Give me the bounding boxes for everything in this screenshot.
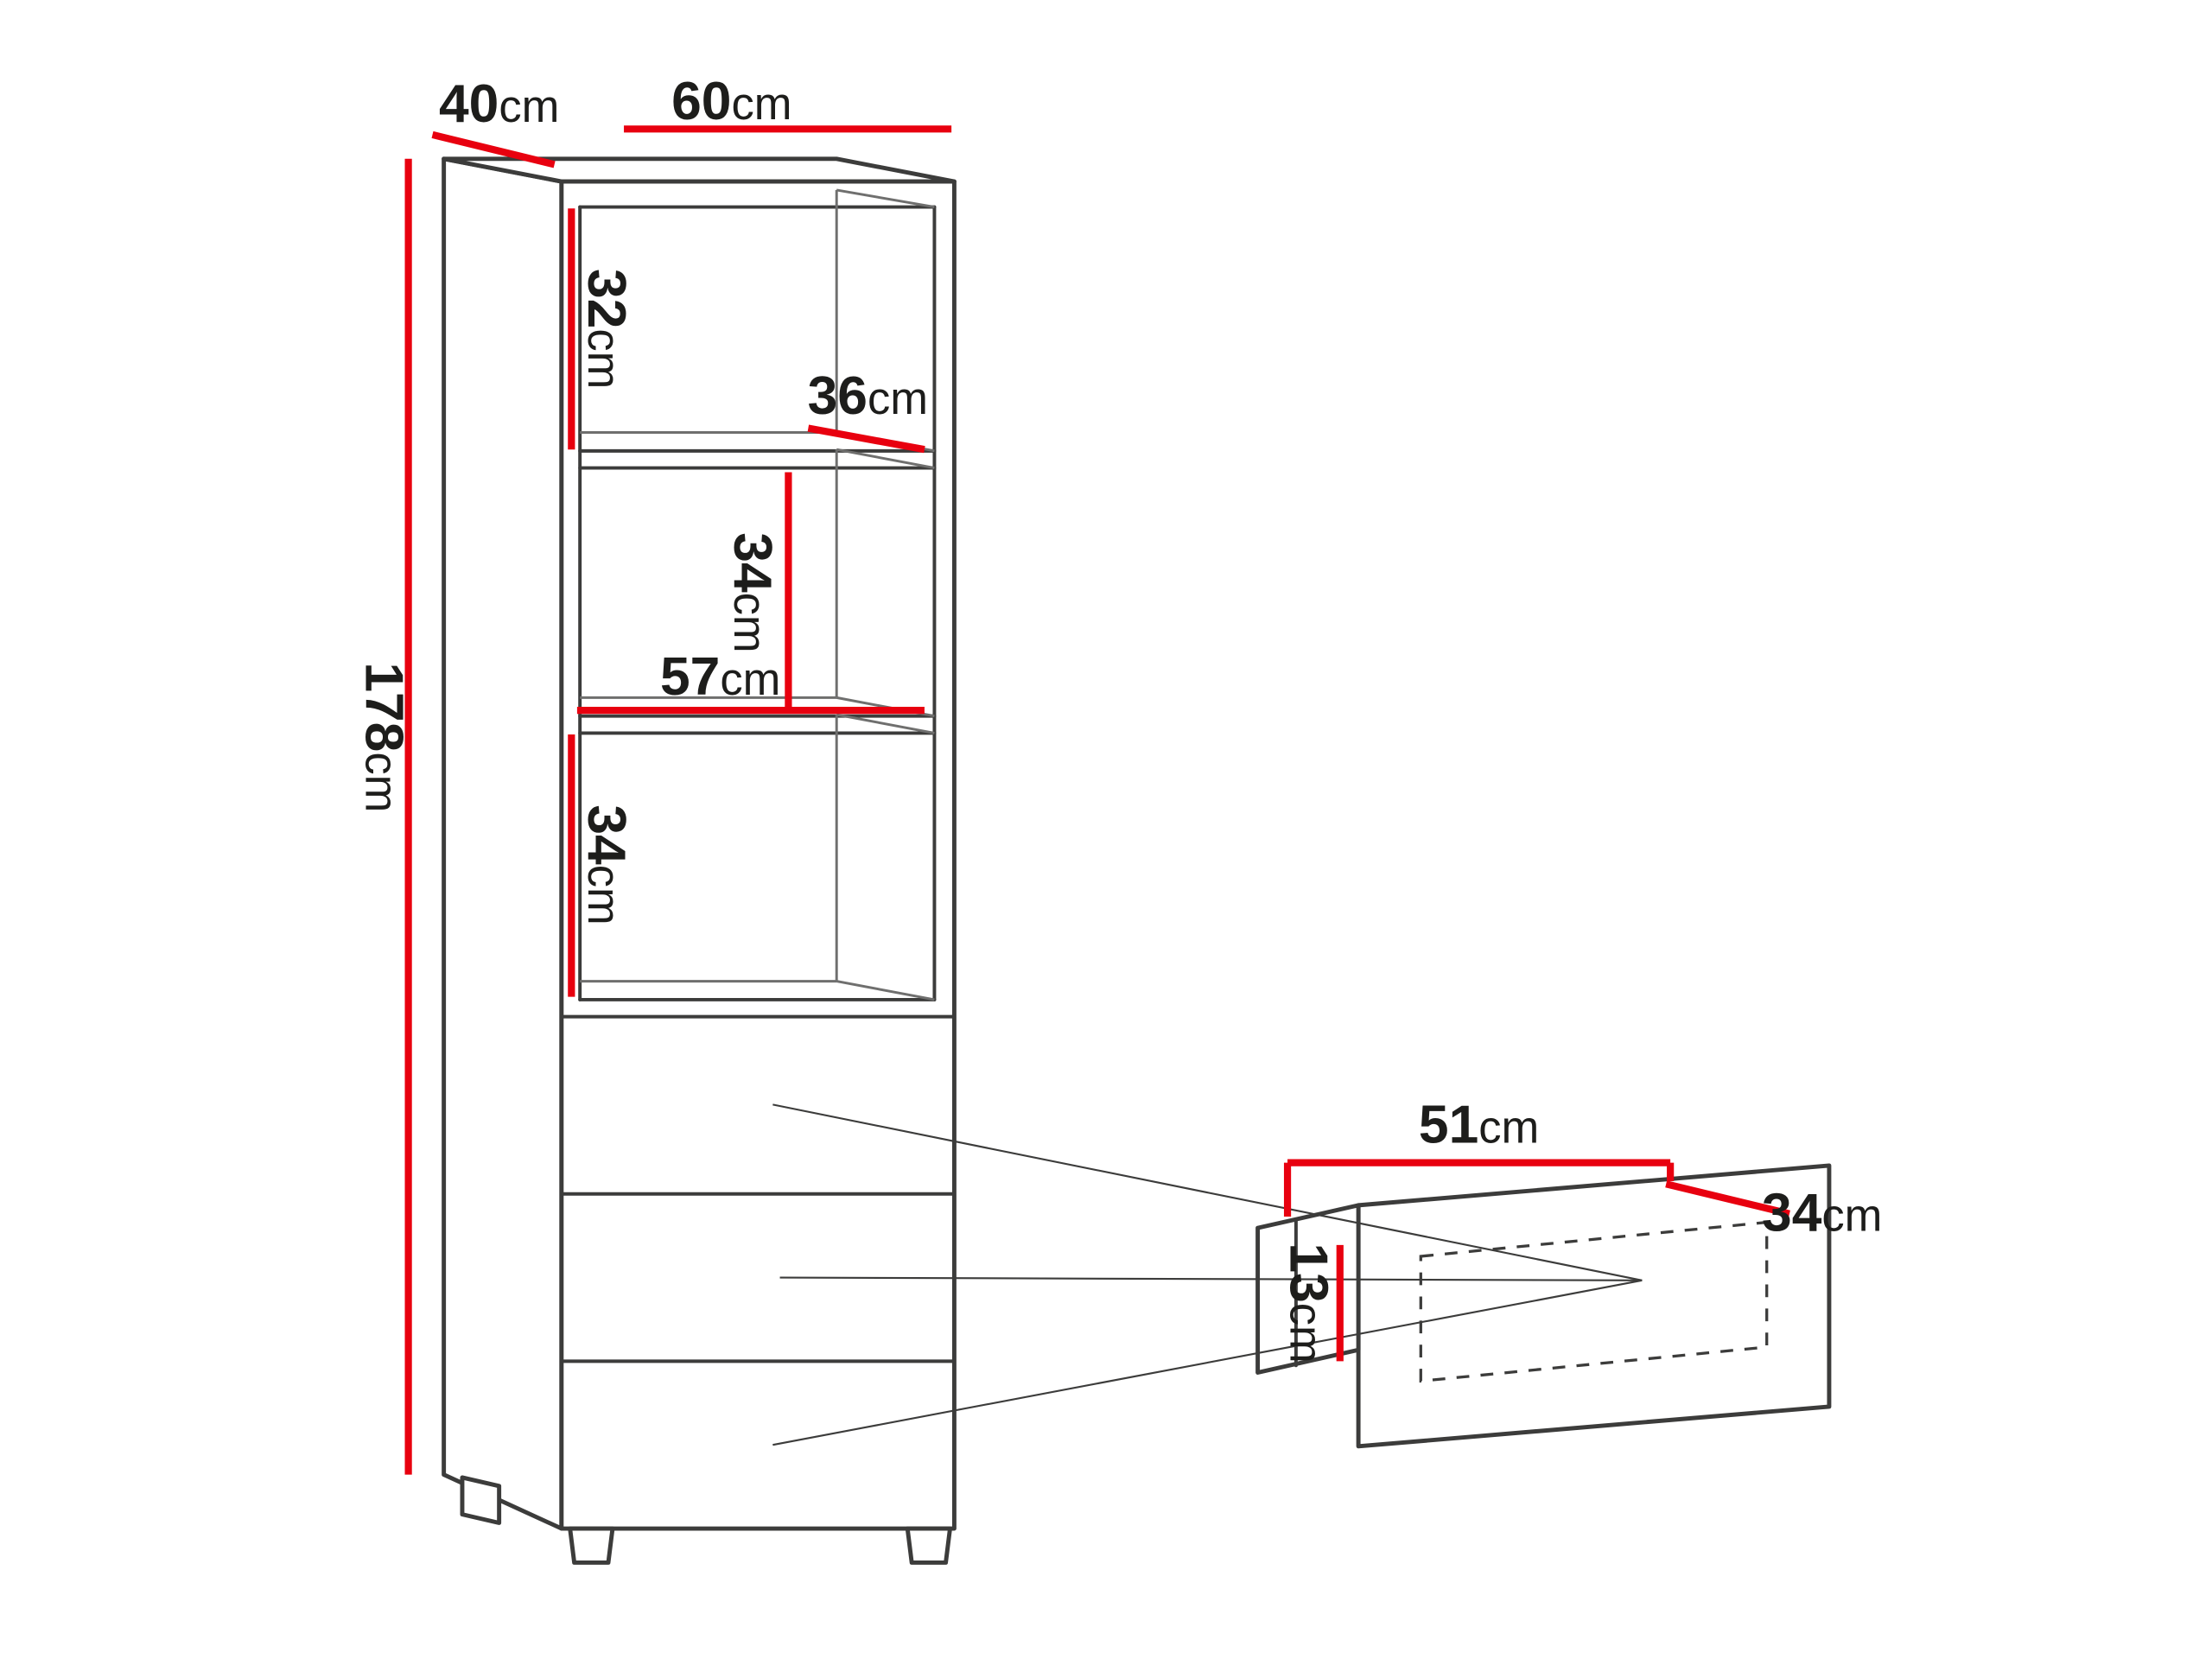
dimension-unit: cm <box>868 373 928 424</box>
cabinet-foot-front-left <box>568 1526 615 1565</box>
dimension-unit: cm <box>578 865 629 925</box>
dimension-lines <box>404 125 1790 1475</box>
cabinet-opening-frame <box>578 205 937 1001</box>
cabinet-front-face <box>559 179 957 1531</box>
dimension-unit: cm <box>355 752 406 812</box>
dimension-value: 60 <box>671 72 731 131</box>
dimension-value: 34 <box>576 804 636 865</box>
dimension-value: 13 <box>1278 1243 1338 1302</box>
dimension-value: 178 <box>353 662 413 752</box>
dimension-unit: cm <box>1821 1190 1882 1241</box>
dimension-line-depth-40 <box>431 130 556 168</box>
dimension-unit: cm <box>731 79 791 130</box>
dimension-unit: cm <box>720 654 780 705</box>
label-compartment2-34: 34cm <box>722 532 782 652</box>
label-height-178: 178cm <box>353 662 413 812</box>
dimension-unit: cm <box>1478 1103 1539 1154</box>
label-interior-width-57: 57cm <box>660 647 780 707</box>
label-compartment3-34: 34cm <box>576 804 636 925</box>
drawer-detail <box>1255 1163 1832 1449</box>
dimension-value: 51 <box>1419 1096 1478 1155</box>
interior-edge-line <box>836 188 935 209</box>
label-width-60: 60cm <box>671 72 791 131</box>
dimension-unit: cm <box>499 81 559 132</box>
drawer-body-box <box>1255 1203 1361 1375</box>
compartment3-interior-lines <box>580 713 935 1001</box>
dimension-unit: cm <box>1280 1303 1331 1363</box>
pointer-line-drawer-3 <box>772 1279 1643 1446</box>
interior-edge-line <box>836 448 935 469</box>
label-compartment1-32: 32cm <box>576 269 636 389</box>
dimension-value: 34 <box>1762 1183 1822 1243</box>
dimension-unit: cm <box>724 593 775 653</box>
cabinet-foot-back <box>460 1475 502 1525</box>
label-shelf-depth-36: 36cm <box>808 366 928 426</box>
dimension-value: 57 <box>660 647 720 707</box>
dimension-line-drawer-depth-34 <box>1665 1180 1790 1217</box>
label-drawer-depth-34: 34cm <box>1762 1183 1882 1243</box>
dimension-value: 34 <box>722 532 782 593</box>
dimension-value: 36 <box>808 366 868 426</box>
drawer-pointer-lines <box>772 1103 1643 1446</box>
cabinet-foot-front-right <box>905 1526 952 1565</box>
dimension-line-shelf-depth-36 <box>807 424 925 454</box>
interior-edge-line <box>836 980 935 1001</box>
cabinet-side-panel <box>442 156 564 1531</box>
dimension-value: 32 <box>576 269 636 328</box>
drawer-section-lines <box>559 1014 957 1363</box>
pointer-line-drawer-1 <box>772 1103 1643 1281</box>
dimension-unit: cm <box>578 328 629 389</box>
label-drawer-width-51: 51cm <box>1419 1096 1539 1155</box>
cabinet <box>442 156 957 1565</box>
pointer-line-drawer-2 <box>779 1276 1643 1281</box>
dimension-value: 40 <box>439 74 499 134</box>
label-depth-40: 40cm <box>439 74 559 134</box>
dimension-labels: 40cm 60cm 178cm 32cm 36cm 34cm 57cm 34cm… <box>353 72 1882 1363</box>
interior-edge-line <box>836 713 935 734</box>
label-drawer-height-13: 13cm <box>1278 1243 1338 1363</box>
shelf-front-edges <box>578 448 937 735</box>
